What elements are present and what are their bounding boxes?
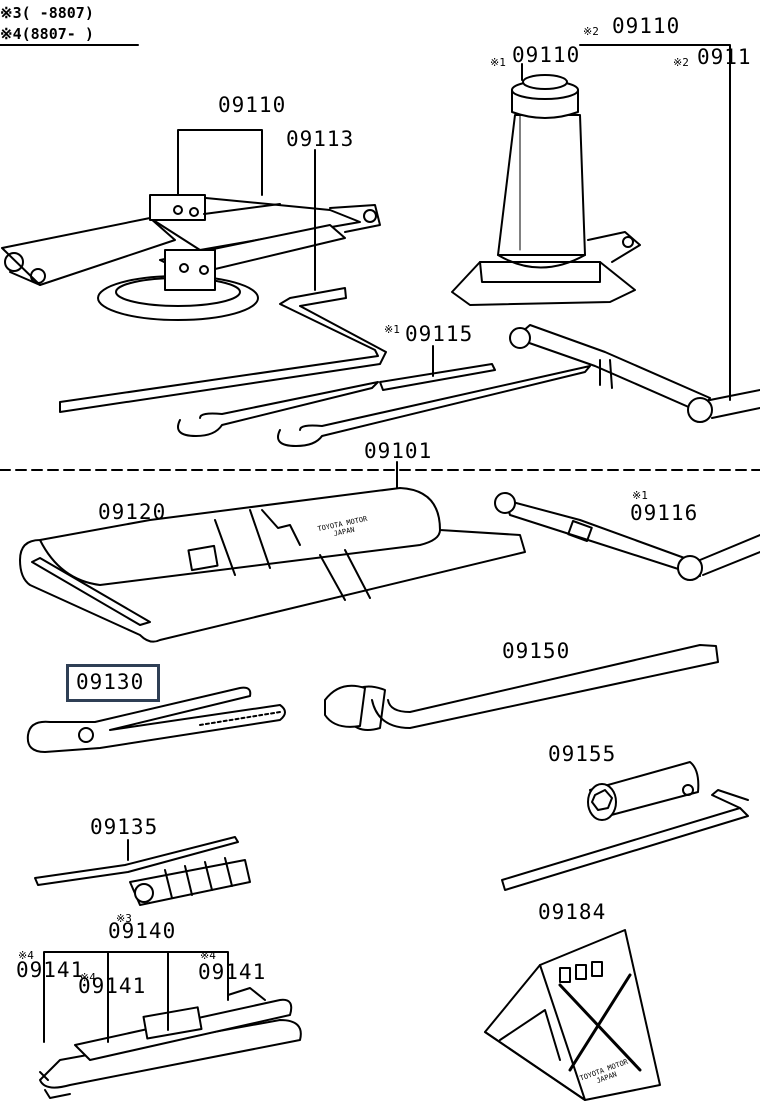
scissor-jack-drawing [2,195,380,320]
tool-bag-drawing [20,488,525,642]
part-09110-scissor-jack[interactable]: 09110 [218,93,287,117]
part-09130-pliers[interactable]: 09130 [76,670,145,694]
mark-0911-edge: ※2 [673,56,689,69]
mark-09141-a: ※4 [18,949,34,962]
lug-wrench-upper-drawing [510,325,760,422]
legend-line-1: ※3( -8807) [0,6,94,21]
part-09116-lug-wrench[interactable]: 09116 [630,501,699,525]
legend-range-4: (8807- ) [21,25,94,43]
lug-wrench-lower-drawing [495,493,760,580]
part-09150-wheel-nut-wrench[interactable]: 09150 [502,639,571,663]
part-0911-edge[interactable]: 0911 [697,45,752,69]
part-09120-tool-bag[interactable]: 09120 [98,500,167,524]
mark-09115: ※1 [384,323,400,336]
leader-09110-a [178,130,262,195]
part-09140-wrench-set[interactable]: 09140 [108,919,177,943]
wheel-chock-drawing [485,930,660,1100]
part-09135-screwdriver[interactable]: 09135 [90,815,159,839]
legend-range-3: ( -8807) [21,4,94,22]
highlight-box-09130 [66,664,160,702]
screwdriver-drawing [35,837,250,905]
mark-09141-b: ※4 [80,971,96,984]
part-09184-wheel-chock[interactable]: 09184 [538,900,607,924]
part-09141-wrench-b[interactable]: 09141 [78,974,147,998]
mark-09141-c: ※4 [200,949,216,962]
legend-line-2: ※4(8807- ) [0,27,94,42]
wrench-set-drawing [40,988,301,1098]
mark-09110-c: ※1 [490,56,506,69]
extension-bar-drawing [178,364,590,446]
legend-mark-4: ※4 [0,25,22,43]
wheel-nut-wrench-drawing [325,645,718,730]
mark-09140: ※3 [116,912,132,925]
part-09141-wrench-a[interactable]: 09141 [16,958,85,982]
part-09155-socket-wrench[interactable]: 09155 [548,742,617,766]
socket-wrench-drawing [502,762,748,890]
leader-09140 [44,952,228,1042]
jack-handle-drawing [60,288,386,412]
mark-09116: ※1 [632,489,648,502]
part-09110-bottle-jack[interactable]: 09110 [612,14,681,38]
part-09113-jack-handle[interactable]: 09113 [286,127,355,151]
part-09115-extension-bar[interactable]: 09115 [405,322,474,346]
part-09141-wrench-c[interactable]: 09141 [198,960,267,984]
bottle-jack-drawing [452,75,640,305]
leader-09110-c [580,45,730,400]
mark-09110-b: ※2 [583,25,599,38]
part-09101-tool-kit[interactable]: 09101 [364,439,433,463]
part-09110-bottle-jack-alt[interactable]: 09110 [512,43,581,67]
pliers-drawing [28,688,285,752]
legend-mark-3: ※3 [0,4,22,22]
